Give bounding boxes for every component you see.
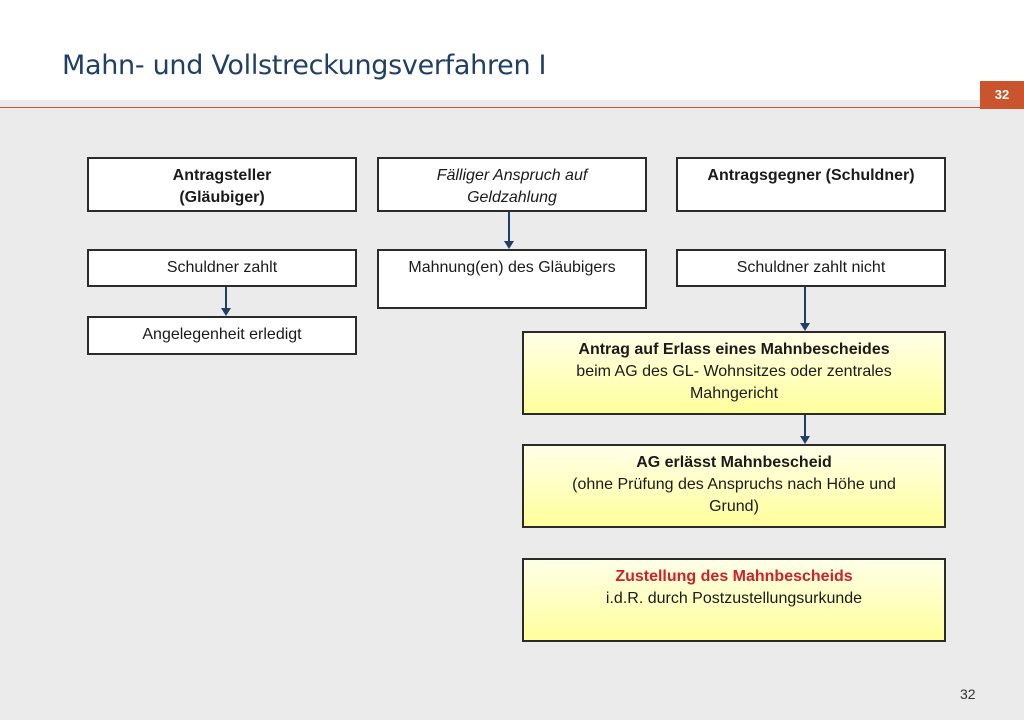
antrag-erlass-heading: Antrag auf Erlass eines Mahnbescheides <box>578 341 890 358</box>
box-antrag-erlass-mahnbescheid: Antrag auf Erlass eines Mahnbescheides b… <box>522 331 946 415</box>
schuldner-zahlt-nicht-text: Schuldner zahlt nicht <box>736 259 886 276</box>
antragsteller-line2: (Gläubiger) <box>179 189 265 206</box>
antrag-erlass-line3: Mahngericht <box>689 385 779 402</box>
zustellung-heading: Zustellung des Mahnbescheids <box>615 568 853 585</box>
arrow-antrag-to-ag-erlaesst <box>800 415 810 444</box>
antragsteller-line1: Antragsteller <box>172 167 272 184</box>
box-schuldner-zahlt-nicht: Schuldner zahlt nicht <box>676 249 946 287</box>
ag-erlaesst-line2: (ohne Prüfung des Anspruchs nach Höhe un… <box>572 476 896 493</box>
ag-erlaesst-line3: Grund) <box>709 498 759 515</box>
arrow-zahlt-nicht-to-antrag <box>800 287 810 331</box>
anspruch-line2: Geldzahlung <box>467 189 557 206</box>
antragsgegner-line1: Antragsgegner (Schuldner) <box>707 167 915 184</box>
header-area: Mahn- und Vollstreckungsverfahren I <box>0 0 1024 100</box>
anspruch-line1: Fälliger Anspruch auf <box>436 167 588 184</box>
box-zustellung-mahnbescheid: Zustellung des Mahnbescheids i.d.R. durc… <box>522 558 946 642</box>
box-ag-erlaesst-mahnbescheid: AG erlässt Mahnbescheid (ohne Prüfung de… <box>522 444 946 528</box>
footer-page-number: 32 <box>960 686 976 702</box>
box-schuldner-zahlt: Schuldner zahlt <box>87 249 357 287</box>
header-divider <box>0 107 1024 108</box>
arrow-anspruch-to-mahnung <box>504 212 514 249</box>
schuldner-zahlt-text: Schuldner zahlt <box>166 259 278 276</box>
box-faelliger-anspruch: Fälliger Anspruch auf Geldzahlung <box>377 157 647 212</box>
ag-erlaesst-heading: AG erlässt Mahnbescheid <box>636 454 832 471</box>
arrow-zahlt-to-erledigt <box>221 287 231 316</box>
box-antragsteller: Antragsteller (Gläubiger) <box>87 157 357 212</box>
slide-title: Mahn- und Vollstreckungsverfahren I <box>62 50 547 81</box>
antrag-erlass-line2: beim AG des GL- Wohnsitzes oder zentrale… <box>576 363 892 380</box>
page-number-badge: 32 <box>980 81 1024 109</box>
box-angelegenheit-erledigt: Angelegenheit erledigt <box>87 316 357 355</box>
mahnung-text: Mahnung(en) des Gläubigers <box>408 259 616 276</box>
box-mahnung: Mahnung(en) des Gläubigers <box>377 249 647 309</box>
box-antragsgegner: Antragsgegner (Schuldner) <box>676 157 946 212</box>
zustellung-line2: i.d.R. durch Postzustellungsurkunde <box>605 590 863 607</box>
erledigt-text: Angelegenheit erledigt <box>142 326 302 343</box>
